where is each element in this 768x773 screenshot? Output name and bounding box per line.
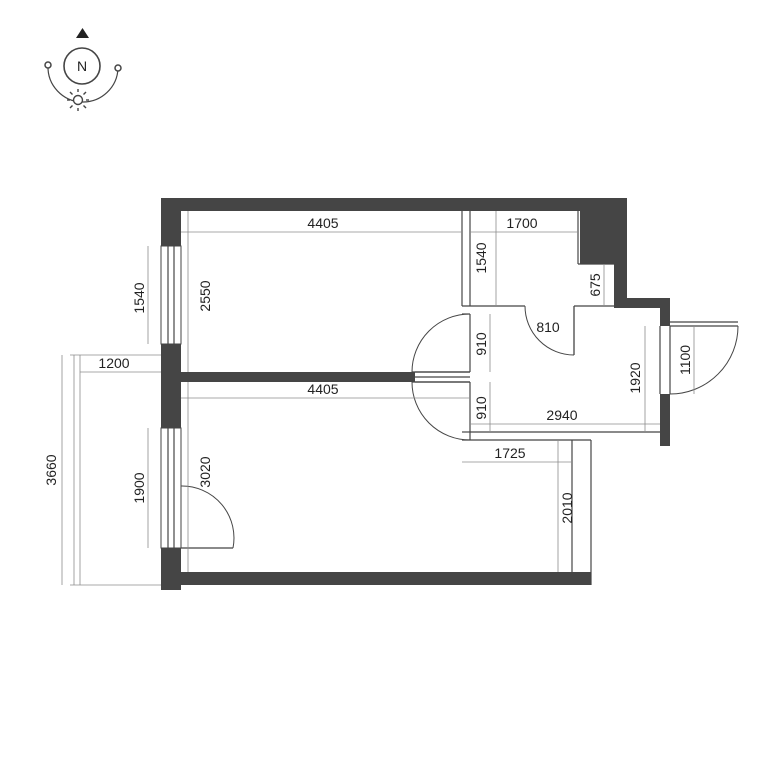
wall-left-top-stub (161, 198, 181, 246)
wall-entry-pillar (660, 298, 670, 326)
dim-corridor-upper: 910 (473, 332, 489, 356)
window-lower-left (160, 427, 182, 549)
dim-left-window: 1540 (131, 282, 147, 313)
compass-east-dot (114, 64, 122, 72)
dim-lower-right-width: 1725 (494, 445, 525, 461)
dim-bottom-room-height: 3020 (197, 456, 213, 487)
wall-left-mid-stub (161, 344, 181, 428)
compass-west-dot (44, 61, 52, 69)
wall-bottom (161, 572, 591, 585)
dim-top-room-height: 2550 (197, 280, 213, 311)
dim-middle-wall-length: 4405 (307, 381, 338, 397)
compass-icon: N (44, 28, 122, 111)
dim-bottom-right-height: 2010 (559, 492, 575, 523)
dim-entry-door: 1100 (677, 345, 693, 375)
dim-top-room-width: 4405 (307, 215, 338, 231)
wall-right-upper (614, 198, 627, 306)
wall-top (161, 198, 627, 211)
wall-entry-top (614, 298, 670, 308)
dim-balcony-door: 1900 (131, 472, 147, 503)
balcony-door (180, 485, 235, 549)
compass-north-arrow (76, 28, 89, 38)
compass-north-label: N (77, 58, 87, 74)
compass-ring (63, 47, 101, 85)
dimension-lines (61, 211, 695, 585)
dim-corridor-lower: 910 (473, 396, 489, 420)
bathroom-door (524, 305, 575, 356)
dim-balcony-width: 1200 (98, 355, 129, 371)
corridor-lower-door (411, 381, 471, 441)
balcony (70, 354, 161, 586)
corridor-upper-door (411, 313, 471, 373)
dim-bath-door: 810 (536, 319, 560, 335)
walls (161, 198, 670, 590)
dimension-labels: 4405 1700 4405 2940 1725 1200 1540 675 8… (43, 215, 693, 524)
sun-icon (67, 89, 89, 111)
windows (160, 245, 182, 549)
dim-bath-recess: 675 (587, 273, 603, 297)
dim-bathroom-width: 1700 (506, 215, 537, 231)
entry-door (669, 321, 739, 395)
dim-corridor-height: 1920 (627, 362, 643, 393)
dim-balcony-length: 3660 (43, 454, 59, 485)
window-upper-left (160, 245, 182, 345)
dim-bathroom-height: 1540 (473, 242, 489, 273)
dim-corridor-width: 2940 (546, 407, 577, 423)
doors (180, 305, 739, 549)
wall-entry-lower-pillar (660, 394, 670, 446)
wall-middle (181, 372, 415, 382)
